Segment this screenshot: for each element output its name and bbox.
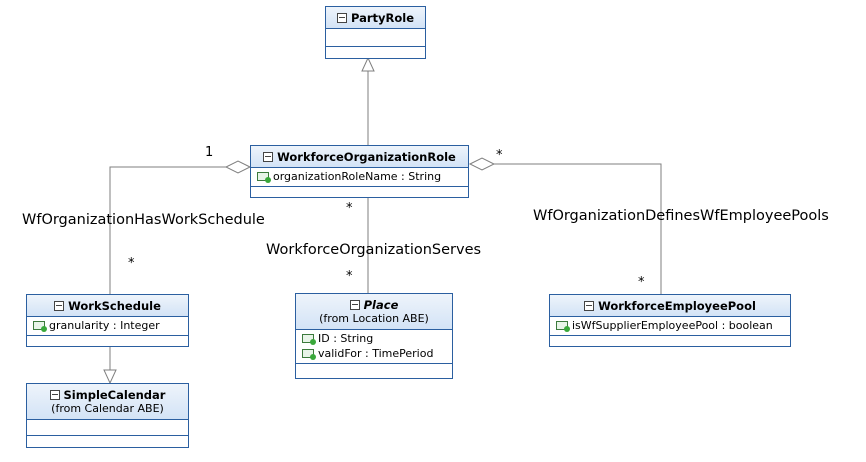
attribute-text: granularity : Integer <box>49 319 160 332</box>
class-icon <box>54 301 65 311</box>
association-line-defines-pools <box>494 163 662 294</box>
attribute-text: validFor : TimePeriod <box>318 347 434 360</box>
attribute-compartment: ID : String validFor : TimePeriod <box>296 330 452 364</box>
class-header: WorkforceEmployeePool <box>550 295 790 317</box>
class-workforce-employee-pool[interactable]: WorkforceEmployeePool isWfSupplierEmploy… <box>549 294 791 347</box>
attribute-text: organizationRoleName : String <box>273 170 442 183</box>
class-name: PartyRole <box>350 11 415 25</box>
class-source-note: (from Location ABE) <box>319 312 429 325</box>
class-workforce-organization-role[interactable]: WorkforceOrganizationRole organizationRo… <box>250 145 469 198</box>
class-party-role[interactable]: PartyRole <box>325 6 426 59</box>
class-name: WorkforceOrganizationRole <box>277 150 456 164</box>
aggregation-diamond-right <box>468 157 496 171</box>
class-icon <box>49 390 60 400</box>
class-header: PartyRole <box>326 7 425 29</box>
attribute-icon <box>556 321 570 332</box>
association-line-has-work-schedule <box>109 166 226 294</box>
class-simple-calendar[interactable]: SimpleCalendar (from Calendar ABE) <box>26 383 189 448</box>
class-icon <box>349 300 360 310</box>
attribute-icon <box>302 334 316 345</box>
multiplicity-defines-pools-source: * <box>496 148 503 163</box>
class-header: SimpleCalendar (from Calendar ABE) <box>27 384 188 420</box>
attribute-text: ID : String <box>318 332 374 345</box>
attribute-text: isWfSupplierEmployeePool : boolean <box>572 319 773 332</box>
attribute-row[interactable]: isWfSupplierEmployeePool : boolean <box>550 318 790 333</box>
class-name: SimpleCalendar <box>63 388 166 402</box>
association-label-has-work-schedule[interactable]: WfOrganizationHasWorkSchedule <box>22 212 265 228</box>
class-icon <box>263 152 274 162</box>
generalization-arrow-simple-calendar <box>103 369 117 385</box>
attribute-icon <box>33 321 47 332</box>
multiplicity-defines-pools-target: * <box>638 275 645 290</box>
class-source-note: (from Calendar ABE) <box>51 402 164 415</box>
attribute-row[interactable]: validFor : TimePeriod <box>296 346 452 361</box>
class-icon <box>336 13 347 23</box>
attribute-compartment <box>27 420 188 436</box>
multiplicity-has-work-schedule-target: * <box>128 256 135 271</box>
class-name: WorkSchedule <box>68 299 161 313</box>
operation-compartment <box>251 187 468 196</box>
operation-compartment <box>27 436 188 445</box>
attribute-row[interactable]: ID : String <box>296 331 452 346</box>
attribute-row[interactable]: organizationRoleName : String <box>251 169 468 184</box>
attribute-compartment <box>326 29 425 47</box>
class-place[interactable]: Place (from Location ABE) ID : String va… <box>295 293 453 379</box>
attribute-compartment: organizationRoleName : String <box>251 168 468 187</box>
association-label-defines-pools[interactable]: WfOrganizationDefinesWfEmployeePools <box>533 208 829 224</box>
multiplicity-serves-target: * <box>346 269 353 284</box>
class-work-schedule[interactable]: WorkSchedule granularity : Integer <box>26 294 189 347</box>
class-header: Place (from Location ABE) <box>296 294 452 330</box>
class-header: WorkforceOrganizationRole <box>251 146 468 168</box>
attribute-row[interactable]: granularity : Integer <box>27 318 188 333</box>
multiplicity-has-work-schedule-source: 1 <box>205 145 214 160</box>
operation-compartment <box>550 336 790 345</box>
attribute-icon <box>302 349 316 360</box>
class-name: Place <box>363 298 399 312</box>
class-header: WorkSchedule <box>27 295 188 317</box>
attribute-compartment: granularity : Integer <box>27 317 188 336</box>
class-name: WorkforceEmployeePool <box>598 299 756 313</box>
generalization-arrow-party-role <box>361 56 375 72</box>
attribute-icon <box>257 172 271 183</box>
operation-compartment <box>27 336 188 345</box>
class-icon <box>584 301 595 311</box>
association-label-serves[interactable]: WorkforceOrganizationServes <box>266 242 482 258</box>
operation-compartment <box>296 364 452 373</box>
attribute-compartment: isWfSupplierEmployeePool : boolean <box>550 317 790 336</box>
aggregation-diamond-left <box>224 160 252 174</box>
multiplicity-serves-source: * <box>346 201 353 216</box>
operation-compartment <box>326 47 425 56</box>
